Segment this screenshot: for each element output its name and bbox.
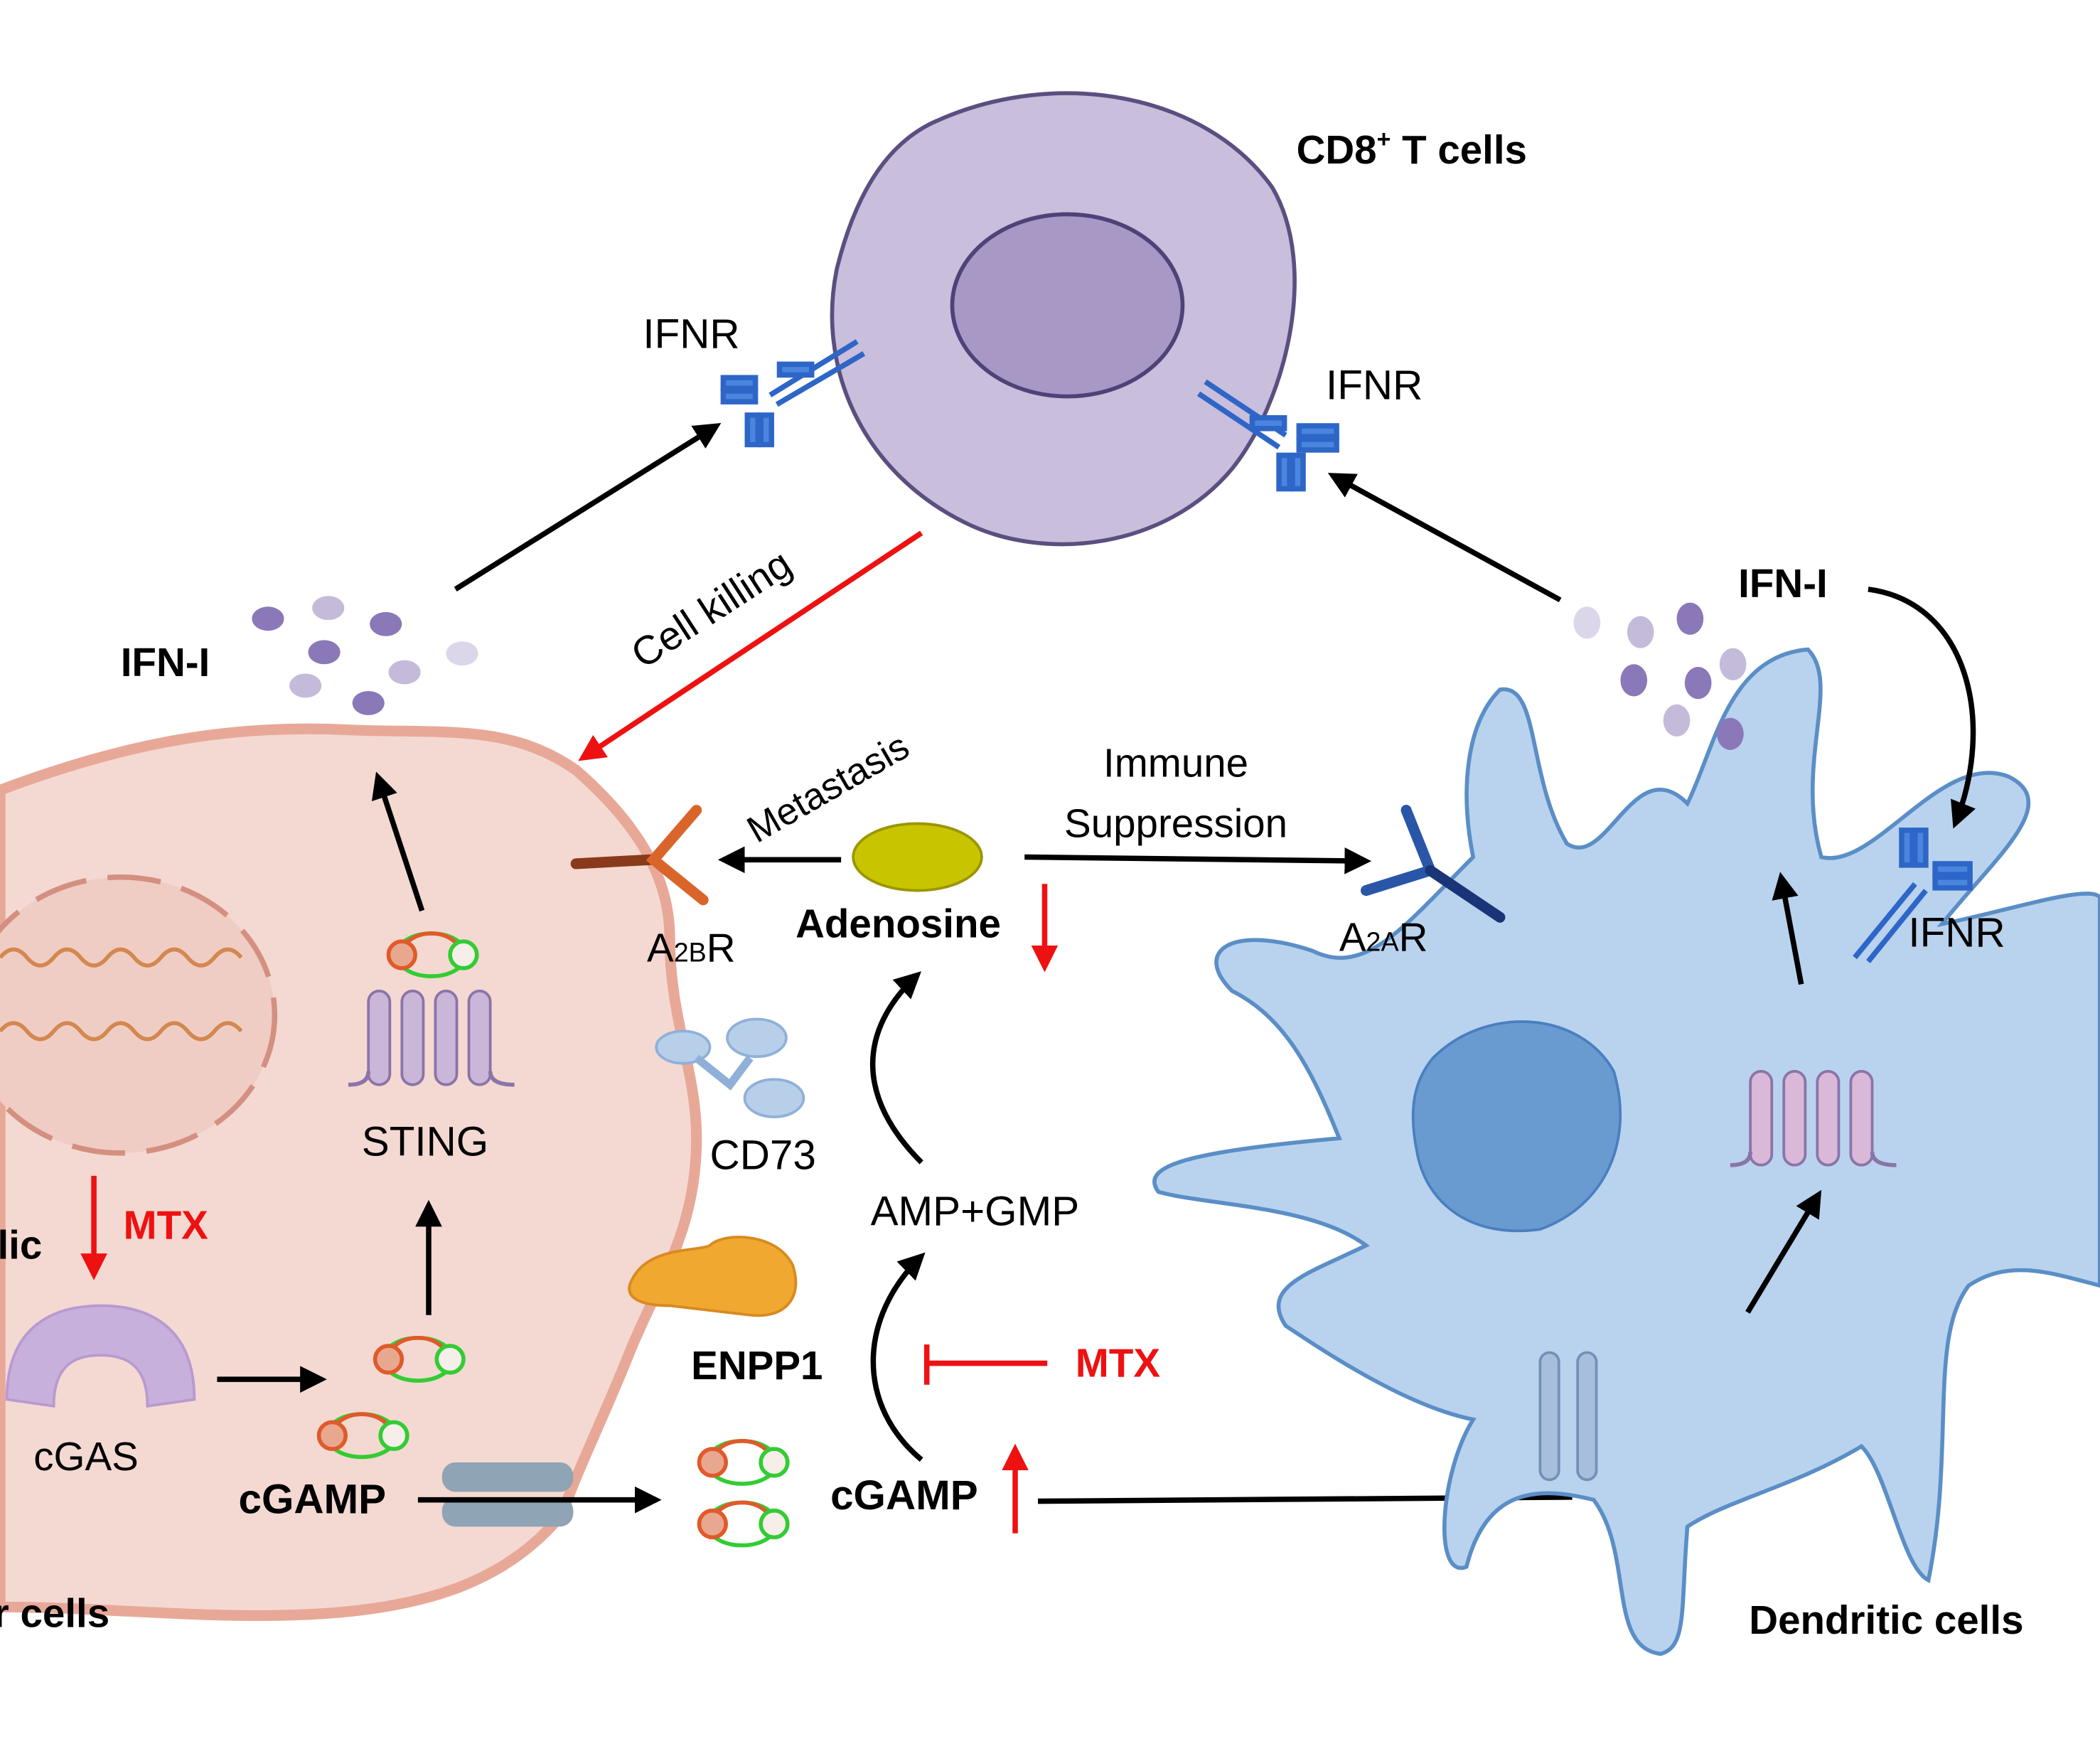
ifnr-dc-label: IFNR (1908, 910, 2005, 956)
cd73-icon (655, 1017, 805, 1118)
cgamp-icon (697, 1500, 790, 1548)
dna-strand-icon (0, 947, 243, 968)
ifnr-right-label: IFNR (1326, 362, 1423, 408)
cgas-icon (5, 1304, 196, 1408)
a2br-receptor-icon (570, 805, 709, 906)
cd8-t-cells-label: CD8+ T cells (1297, 126, 1527, 172)
cell-killing-label: Cell killing (623, 541, 800, 677)
dc-nucleus (1411, 1020, 1622, 1233)
ifn-particles (1573, 602, 1747, 750)
enpp1-icon (628, 1236, 798, 1317)
ifnr-left-label: IFNR (643, 311, 739, 358)
dendritic-cell (1152, 647, 2100, 1656)
arrow (1327, 473, 1562, 603)
arrow (1772, 872, 1804, 985)
nucleus (0, 874, 278, 1156)
cell-killing-arrow (578, 530, 923, 761)
transporter-channel-icon (441, 1462, 574, 1527)
dc-channel-icon (1538, 1351, 1598, 1482)
cgamp-icon (316, 1412, 409, 1460)
mtx-inhibition-icon (923, 1344, 1048, 1385)
ifnr-receptor-icon (1853, 828, 1973, 963)
dendritic-cells-label: Dendritic cells (1749, 1597, 2023, 1642)
arrow (1024, 847, 1372, 874)
adenosine-label: Adenosine (795, 901, 1001, 946)
ifnr-receptor-icon (720, 339, 866, 448)
cgamp-icon (386, 931, 479, 979)
immune-label: Immune (1103, 741, 1248, 786)
arrow (454, 423, 722, 592)
cytosolic-label: lic (0, 1223, 42, 1268)
amp-gmp-label: AMP+GMP (871, 1189, 1080, 1235)
arrow (870, 1252, 926, 1462)
sting-label: STING (362, 1119, 488, 1165)
dna-strand-icon (0, 1021, 243, 1042)
arrow (371, 771, 425, 912)
suppression-label: Suppression (1064, 801, 1287, 845)
arrow (869, 971, 923, 1165)
mtx-left-label: MTX (124, 1202, 209, 1247)
a2br-label: A2BR (647, 925, 736, 970)
cgamp-center-label: cGAMP (830, 1472, 978, 1519)
arrow (1745, 1189, 1822, 1314)
cd8-t-cell (830, 91, 1297, 547)
ifn-right-label: IFN-I (1738, 561, 1828, 606)
cgas-label: cGAS (33, 1434, 139, 1479)
mtx-center-label: MTX (1076, 1340, 1161, 1385)
cgamp-left-label: cGAMP (239, 1477, 387, 1523)
arrow (1868, 587, 1976, 829)
cd73-label: CD73 (710, 1132, 816, 1178)
ifnr-receptor-icon (1196, 379, 1339, 492)
cgamp-icon (373, 1335, 466, 1383)
enpp1-label: ENPP1 (691, 1343, 823, 1388)
sting-icon (348, 990, 515, 1087)
ifn-particles (252, 596, 478, 715)
sting-icon (1730, 1070, 1897, 1167)
cgamp-icon (697, 1438, 790, 1486)
a2ar-receptor-icon (1361, 805, 1506, 923)
tumor-cells-label: r cells (0, 1591, 109, 1636)
ifn-left-label: IFN-I (121, 640, 210, 685)
a2ar-label: A2AR (1339, 914, 1428, 959)
adenosine-icon (852, 822, 983, 892)
